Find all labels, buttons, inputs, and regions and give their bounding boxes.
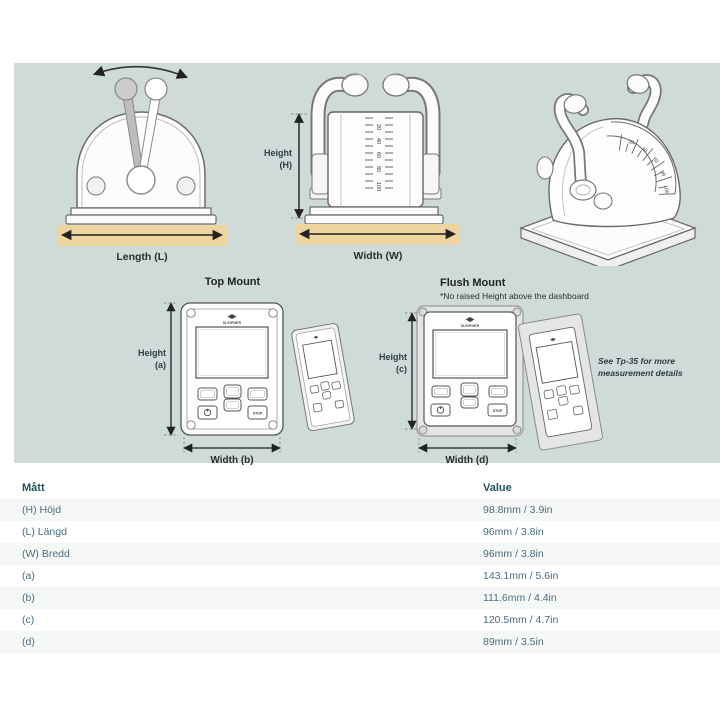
svg-text:(c): (c) bbox=[396, 364, 407, 374]
screw-icon bbox=[268, 420, 278, 430]
mount-hole-right bbox=[176, 176, 196, 196]
column-header-matt: Mått bbox=[22, 482, 45, 494]
iso-lever-pivot bbox=[569, 179, 597, 201]
screw-icon bbox=[512, 425, 522, 435]
table-row: (a) 143.1mm / 5.6in bbox=[22, 570, 559, 582]
display-screen bbox=[195, 326, 269, 379]
knob-left bbox=[341, 73, 369, 97]
svg-text:80: 80 bbox=[659, 170, 667, 178]
svg-text:80: 80 bbox=[375, 166, 381, 172]
table-header-row: Mått Value bbox=[0, 478, 720, 499]
flush-mount-diagram: Height (c) SLEIPNER STOP bbox=[379, 305, 524, 466]
lever-swing-arc-arrow bbox=[92, 65, 189, 79]
sleipner-logo-icon bbox=[550, 337, 556, 342]
brand-label: SLEIPNER bbox=[223, 321, 242, 325]
throttle-scale-ticks bbox=[365, 117, 393, 189]
display-screen bbox=[432, 329, 508, 379]
svg-text:100: 100 bbox=[662, 185, 669, 194]
width-d-label: Width (d) bbox=[445, 455, 488, 466]
iso-foot-front bbox=[593, 192, 613, 210]
isometric-view-diagram: 20 40 60 80 100 bbox=[519, 74, 697, 266]
svg-text:(H): (H) bbox=[280, 160, 293, 170]
iso-foot-left bbox=[536, 156, 554, 180]
button-cluster bbox=[309, 381, 345, 413]
top-mount-diagram: Height (a) SLEIPNER STOP bbox=[138, 302, 284, 466]
control-base bbox=[65, 214, 217, 225]
front-view-diagram: Height (H) bbox=[264, 73, 460, 262]
height-c-label: Height bbox=[379, 352, 407, 362]
height-a-label: Height bbox=[138, 348, 166, 358]
screw-icon bbox=[268, 308, 278, 318]
flush-mount-side-view bbox=[517, 313, 603, 451]
svg-text:40: 40 bbox=[640, 146, 648, 154]
iso-scale-ticks bbox=[619, 134, 675, 195]
side-view-diagram: Length (L) bbox=[57, 65, 227, 263]
measurements-table: Mått Value (H) Höjd 98.8mm / 3.9in (L) L… bbox=[0, 478, 720, 653]
svg-text:100: 100 bbox=[375, 182, 381, 191]
mount-hole-left bbox=[86, 176, 106, 196]
flush-mount-title: Flush Mount bbox=[440, 277, 506, 289]
svg-text:60: 60 bbox=[651, 156, 659, 164]
svg-text:20: 20 bbox=[375, 124, 381, 130]
width-b-label: Width (b) bbox=[210, 455, 253, 466]
iso-scale-numbers: 20 40 60 80 100 bbox=[628, 139, 670, 194]
lever-knob-gray bbox=[114, 77, 138, 101]
length-dimension-label: Length (L) bbox=[116, 251, 167, 263]
table-row: (c) 120.5mm / 4.7in bbox=[22, 614, 559, 626]
stop-button-label: STOP bbox=[253, 412, 263, 416]
knob-right bbox=[382, 73, 410, 97]
control-base bbox=[304, 214, 444, 225]
brand-label: SLEIPNER bbox=[461, 324, 480, 328]
table-row: (W) Bredd 96mm / 3.8in bbox=[0, 543, 720, 565]
iso-scale-band bbox=[610, 121, 677, 195]
button-cluster bbox=[543, 384, 584, 420]
sleipner-logo-icon bbox=[465, 317, 475, 322]
top-mount-side-view bbox=[291, 323, 355, 432]
sleipner-logo-icon bbox=[227, 314, 237, 319]
table-row: (d) 89mm / 3.5in bbox=[0, 631, 720, 653]
bracket-left bbox=[311, 153, 330, 195]
flush-mount-subtitle: *No raised Height above the dashboard bbox=[440, 291, 589, 301]
height-dimension-label: Height bbox=[264, 148, 292, 158]
top-mount-title: Top Mount bbox=[204, 276, 261, 288]
table-row: (b) 111.6mm / 4.4in bbox=[0, 587, 720, 609]
stop-button-label: STOP bbox=[493, 409, 503, 413]
iso-knob-rear bbox=[626, 74, 650, 94]
lever-pivot bbox=[126, 165, 156, 195]
iso-knob-front bbox=[563, 94, 587, 114]
screw-icon bbox=[418, 425, 428, 435]
table-row: (L) Längd 96mm / 3.8in bbox=[22, 526, 544, 538]
screw-icon bbox=[186, 308, 196, 318]
measurement-note: See Tp-35 for more measurement details bbox=[598, 356, 683, 378]
display-screen bbox=[535, 340, 579, 384]
sleipner-logo-icon bbox=[313, 335, 319, 339]
table-row: (H) Höjd 98.8mm / 3.9in bbox=[0, 499, 720, 521]
column-header-value: Value bbox=[483, 482, 512, 494]
display-screen bbox=[302, 339, 338, 380]
bracket-right bbox=[421, 153, 440, 195]
throttle-scale-numbers: 20 40 60 80 100 bbox=[375, 124, 381, 191]
svg-text:60: 60 bbox=[375, 152, 381, 158]
svg-text:20: 20 bbox=[628, 139, 635, 146]
width-dimension-label: Width (W) bbox=[354, 250, 403, 262]
svg-text:40: 40 bbox=[375, 138, 381, 144]
screw-icon bbox=[186, 420, 196, 430]
svg-text:(a): (a) bbox=[155, 360, 166, 370]
lever-knob-white bbox=[144, 77, 168, 101]
base-plate-edge bbox=[520, 227, 696, 266]
button-cluster bbox=[197, 384, 268, 420]
